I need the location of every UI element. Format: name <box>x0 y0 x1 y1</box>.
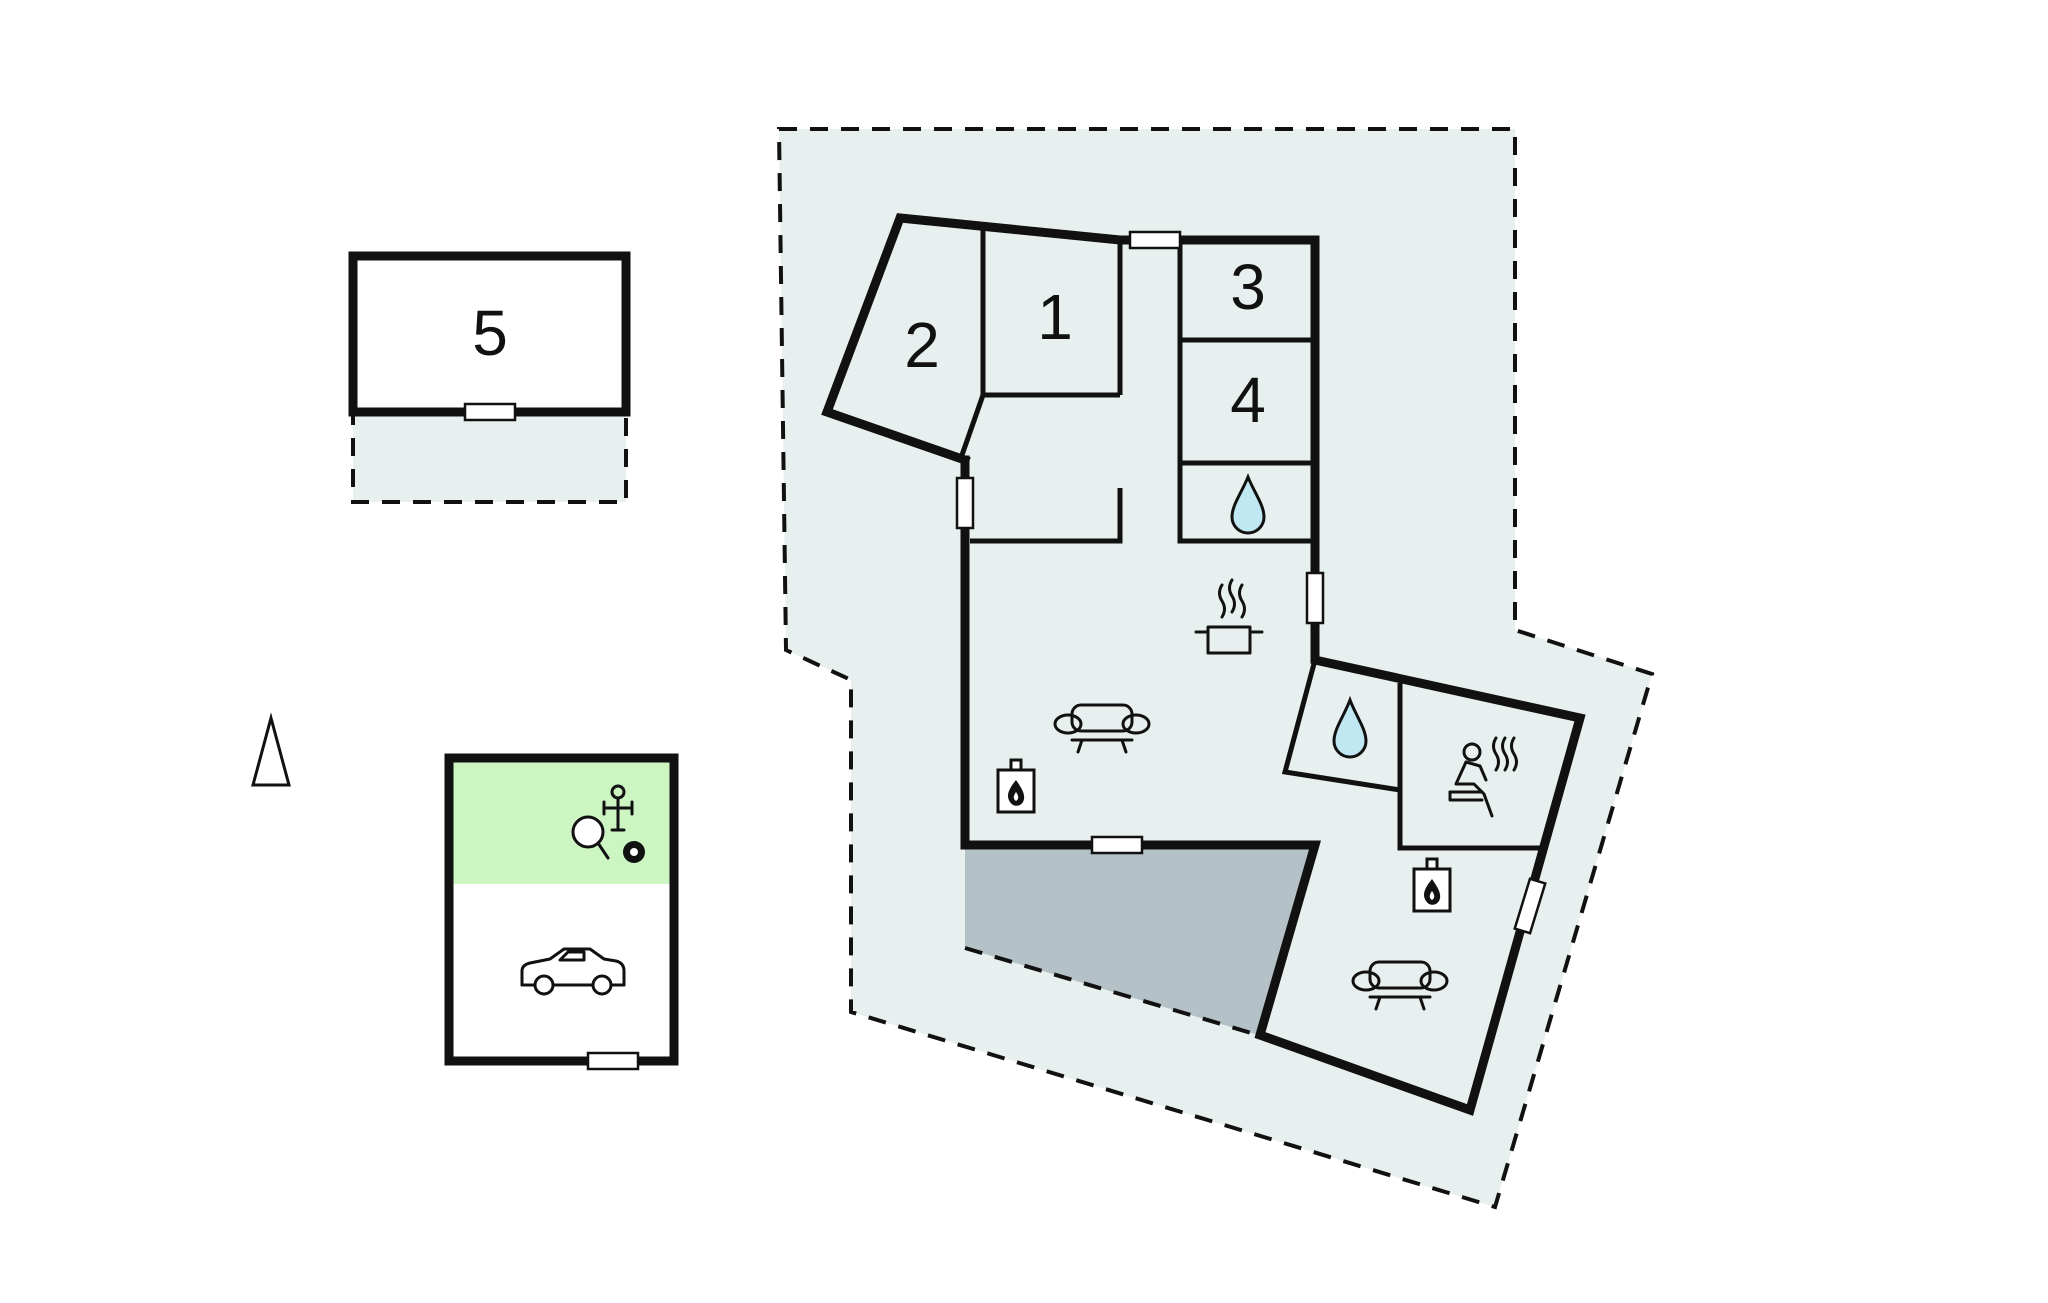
cooking-pot-icon <box>1194 578 1264 655</box>
table-football-icon <box>602 784 634 832</box>
terrace-annex <box>351 410 628 504</box>
activity-area <box>449 758 674 884</box>
garage-building <box>444 753 679 1066</box>
annex-door <box>463 402 517 422</box>
north-arrow-icon <box>251 712 291 787</box>
water-drop-icon <box>1230 472 1266 535</box>
room-label-3: 3 <box>1230 251 1266 323</box>
door <box>1090 835 1144 855</box>
room-label-4: 4 <box>1230 364 1266 436</box>
fireplace-icon <box>1412 857 1452 913</box>
covered-terrace <box>965 845 1315 1035</box>
fireplace-icon <box>996 758 1036 814</box>
door <box>1305 571 1325 625</box>
room-label-2: 2 <box>904 309 940 381</box>
sauna-icon <box>1448 736 1518 818</box>
door <box>1513 877 1547 935</box>
sofa-icon <box>1351 960 1449 1011</box>
water-drop-icon <box>1332 695 1368 759</box>
garage-door <box>586 1051 640 1071</box>
door <box>955 476 975 530</box>
car-icon <box>520 947 626 996</box>
sofa-icon <box>1053 703 1151 754</box>
terrace-main <box>776 127 1655 1210</box>
room-label-5: 5 <box>472 297 508 369</box>
room-label-1: 1 <box>1037 281 1073 353</box>
table-tennis-icon <box>571 815 610 860</box>
window <box>1128 230 1182 250</box>
billiard-ball-icon <box>623 841 645 863</box>
